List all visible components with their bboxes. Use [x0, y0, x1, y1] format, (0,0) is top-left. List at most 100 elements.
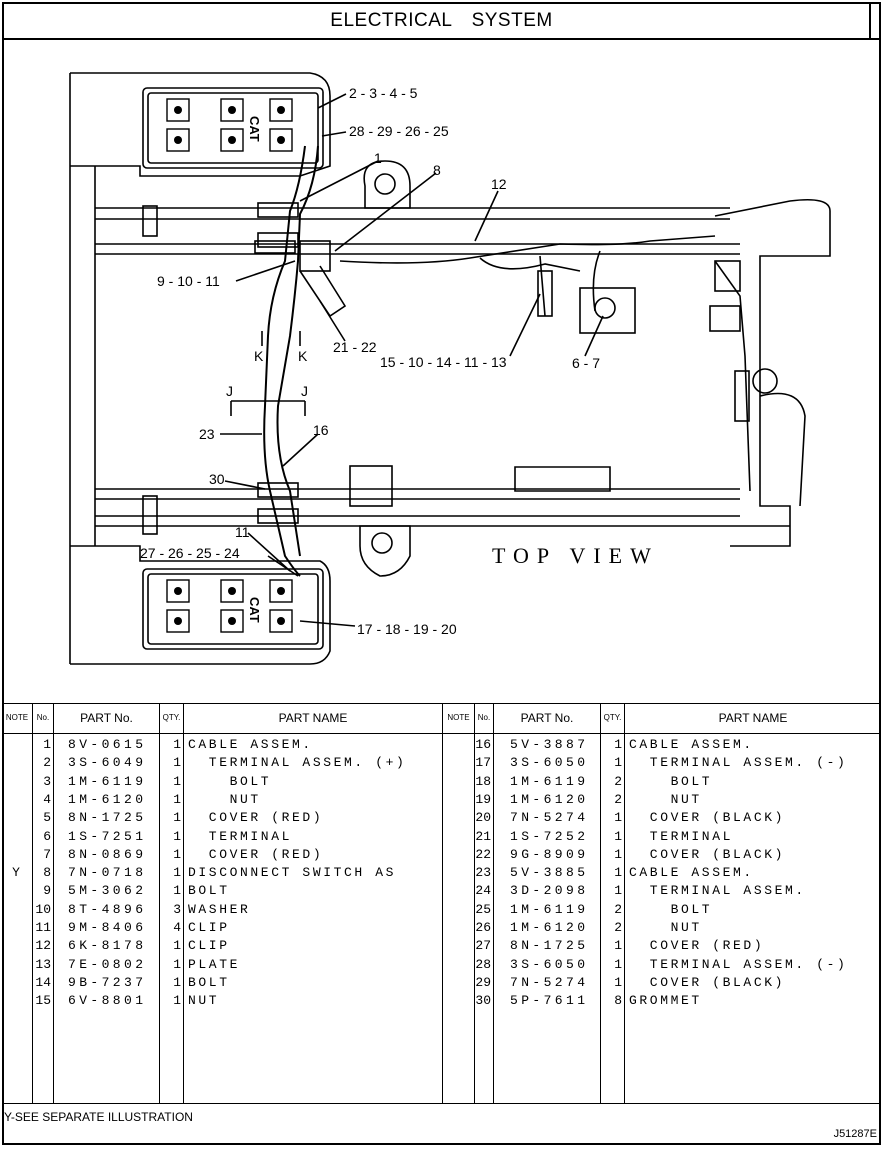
header-part-name-right: PART NAME — [718, 711, 788, 725]
row-part-number: 7N-0718 — [68, 865, 147, 881]
top-view-diagram: CAT CAT 2 - 3 - 4 - 5 28 - 29 - 26 - 25 … — [69, 72, 831, 665]
row-part-number: 5P-7611 — [510, 993, 589, 1009]
row-part-number: 1M-6120 — [510, 920, 589, 935]
upper-battery — [142, 87, 324, 169]
row-number: 1 — [43, 737, 51, 752]
header-part-name-left: PART NAME — [278, 711, 348, 725]
lower-battery-housing — [70, 545, 331, 665]
callout-27-24: 27 - 26 - 25 - 24 — [140, 545, 240, 561]
header-note-left: NOTE — [5, 713, 29, 722]
section-mark-j-right: J — [301, 383, 308, 399]
row-part-name: TERMINAL ASSEM. (-) — [629, 956, 848, 972]
row-part-name: COVER (RED) — [188, 810, 324, 826]
callout-21-22: 21 - 22 — [333, 339, 377, 355]
callout-6-7: 6 - 7 — [572, 355, 600, 371]
row-part-name: TERMINAL ASSEM. (-) — [629, 755, 848, 771]
row-part-number: 8N-1725 — [510, 938, 589, 954]
row-quantity: 2 — [614, 773, 622, 789]
row-quantity: 1 — [173, 883, 181, 899]
row-quantity: 2 — [614, 901, 622, 917]
row-number: 10 — [35, 901, 51, 917]
row-part-number: 7N-5274 — [510, 974, 589, 990]
row-part-number: 9M-8406 — [68, 920, 147, 935]
row-quantity: 1 — [173, 938, 181, 954]
row-part-name: COVER (RED) — [188, 846, 324, 862]
row-part-number: 3S-6050 — [510, 956, 589, 972]
row-part-name: GROMMET — [629, 993, 702, 1009]
section-mark-k-right: K — [298, 348, 308, 364]
header-note-right: NOTE — [447, 713, 470, 722]
callout-8: 8 — [433, 162, 441, 178]
row-quantity: 1 — [614, 883, 622, 899]
upper-battery-housing — [70, 72, 331, 177]
row-quantity: 1 — [173, 773, 181, 789]
row-quantity: 3 — [173, 901, 181, 917]
row-part-name: NUT — [629, 791, 702, 807]
row-number: 21 — [475, 828, 491, 844]
row-quantity: 1 — [173, 974, 181, 990]
row-part-name: CABLE ASSEM. — [629, 865, 754, 881]
row-quantity: 1 — [173, 846, 181, 862]
row-part-name: COVER (RED) — [629, 938, 765, 954]
row-quantity: 8 — [614, 993, 622, 1009]
table-row: 6 1S-7251 1 TERMINAL — [2, 828, 881, 846]
table-row: 27 8N-1725 1 COVER (RED) — [2, 937, 881, 955]
battery-logo-lower: CAT — [247, 597, 262, 623]
row-part-number: 8N-0869 — [68, 846, 147, 862]
row-part-name: PLATE — [188, 956, 241, 972]
row-number: 27 — [475, 938, 491, 954]
row-number: 15 — [35, 993, 51, 1009]
row-part-name: COVER (BLACK) — [629, 810, 786, 826]
illustration-code: J51287E — [833, 1128, 877, 1140]
footer-note: Y-SEE SEPARATE ILLUSTRATION — [4, 1110, 193, 1124]
row-number: 14 — [35, 974, 51, 990]
row-quantity: 1 — [614, 974, 622, 990]
row-part-name: BOLT — [188, 883, 230, 899]
header-qty-right: QTY. — [603, 713, 622, 722]
row-quantity: 1 — [173, 956, 181, 972]
row-number: 8 — [43, 865, 51, 881]
row-part-name: BOLT — [629, 773, 713, 789]
row-part-number: 6K-8178 — [68, 938, 147, 954]
row-part-name: CLIP — [188, 938, 230, 954]
row-quantity: 1 — [173, 993, 181, 1009]
row-number: 9 — [43, 883, 51, 899]
row-quantity: 1 — [614, 956, 622, 972]
row-quantity: 1 — [614, 828, 622, 844]
row-quantity: 1 — [173, 828, 181, 844]
callout-1: 1 — [374, 150, 382, 166]
row-number: 25 — [475, 901, 491, 917]
callout-2-5: 2 - 3 - 4 - 5 — [349, 85, 418, 101]
row-quantity: 4 — [173, 920, 181, 935]
row-number: 16 — [475, 737, 491, 752]
row-part-number: 5V-3885 — [510, 865, 589, 881]
page-title: ELECTRICAL SYSTEM — [4, 4, 879, 40]
row-part-number: 6V-8801 — [68, 993, 147, 1009]
row-number: 26 — [475, 920, 491, 935]
row-part-number: 1M-6119 — [510, 773, 589, 789]
row-part-number: 1S-7251 — [68, 828, 147, 844]
row-number: 17 — [475, 755, 491, 771]
row-number: 22 — [475, 846, 491, 862]
row-part-name: BOLT — [188, 773, 272, 789]
callout-16: 16 — [313, 422, 329, 438]
row-number: 5 — [43, 810, 51, 826]
row-part-number: 7N-5274 — [510, 810, 589, 826]
row-number: 6 — [43, 828, 51, 844]
row-part-name: TERMINAL — [629, 828, 734, 844]
parts-table: NOTE No. PART No. QTY. PART NAME NOTE No… — [2, 703, 881, 1103]
callout-9-11: 9 - 10 - 11 — [157, 273, 220, 289]
